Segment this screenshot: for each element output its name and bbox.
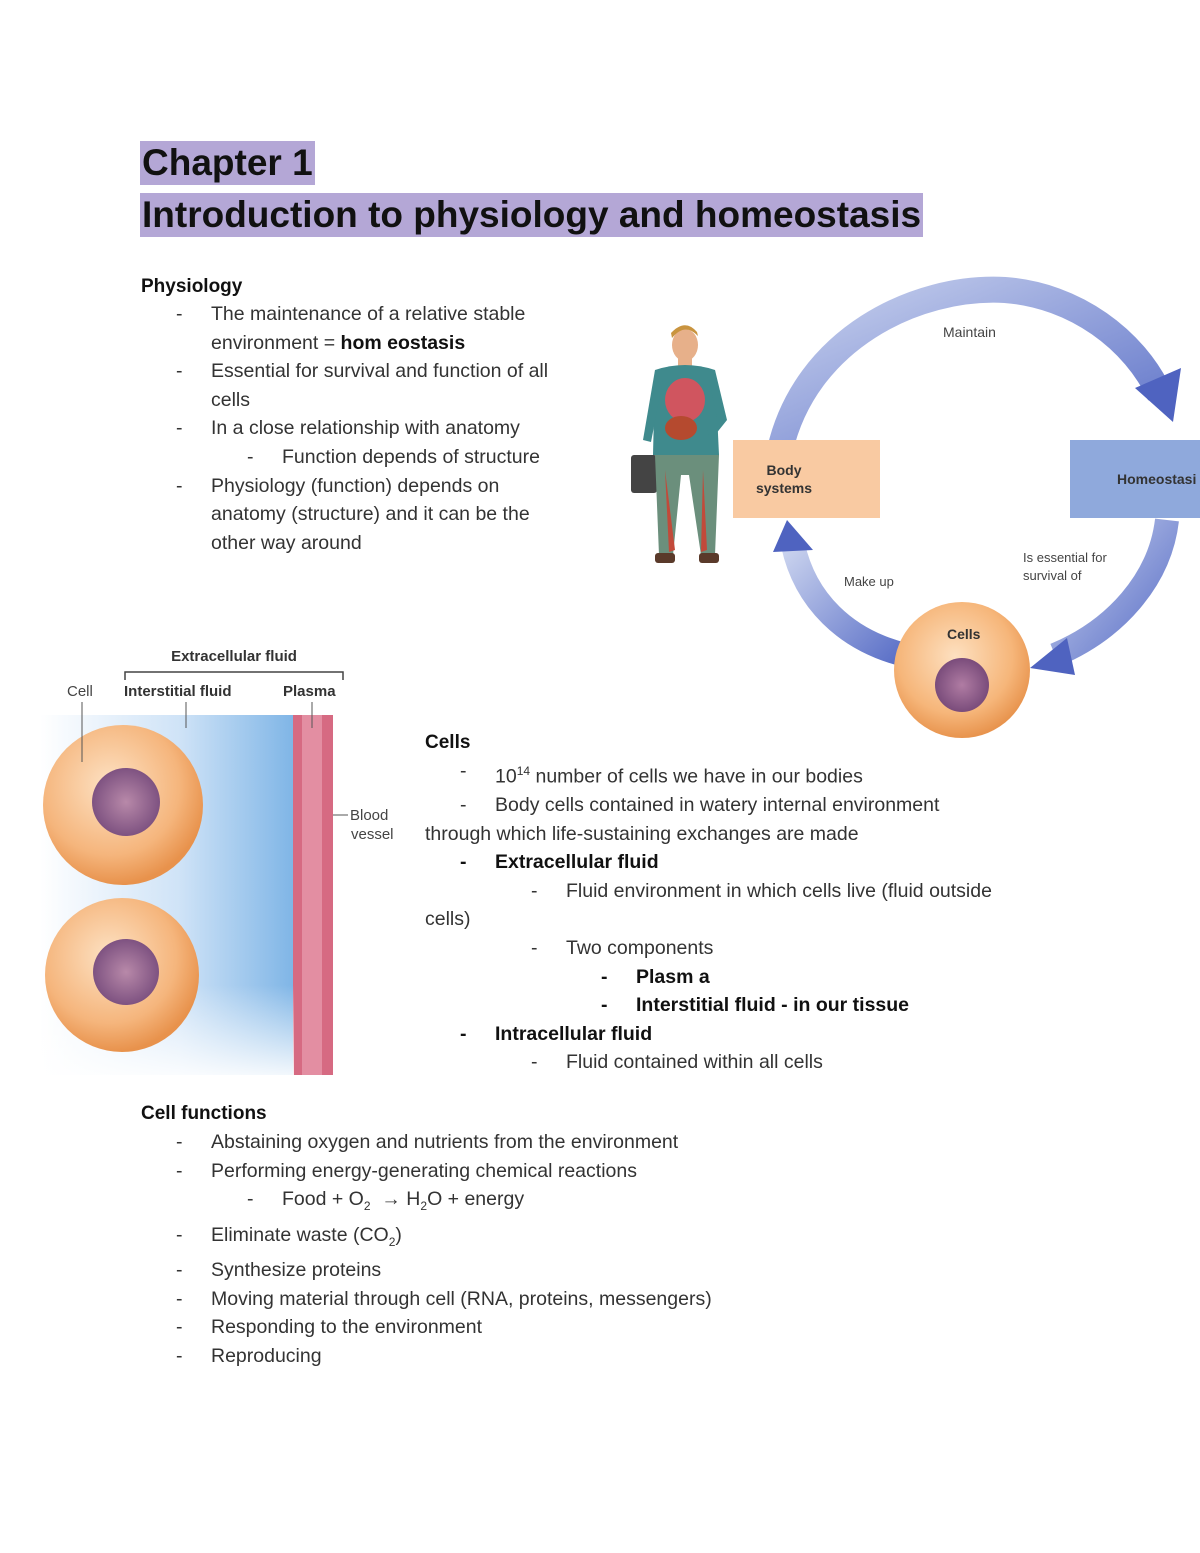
list-item: - Synthesize proteins <box>176 1259 382 1282</box>
list-sub-sub-item: - Plasm a <box>601 965 710 988</box>
list-sub-sub-item: - Interstitial fluid - in our tissue <box>601 994 910 1017</box>
cell-functions-list: - Abstaining oxygen and nutrients from t… <box>141 1128 841 1371</box>
physiology-list: - The maintenance of a relative stable e… <box>141 300 601 557</box>
fluid-compartments-diagram: Extracellular fluid Cell Interstitial fl… <box>40 648 394 1075</box>
list-sub-item: - Two components <box>531 937 714 960</box>
list-item: - Moving material through cell (RNA, pro… <box>176 1287 712 1310</box>
list-item: - Reproducing <box>176 1344 322 1367</box>
svg-text:Maintain: Maintain <box>943 324 996 340</box>
list-sub-item: - Food + O2 → H2O + energy <box>247 1188 525 1214</box>
svg-text:Blood: Blood <box>350 807 388 824</box>
physiology-heading: Physiology <box>141 276 243 297</box>
cells-list: - 1014 number of cells we have in our bo… <box>425 757 1075 1077</box>
svg-text:Homeostasi: Homeostasi <box>1117 471 1196 487</box>
list-item: - Eliminate waste (CO2) <box>176 1223 402 1249</box>
maintain-arrow <box>767 276 1172 454</box>
svg-text:Cells: Cells <box>947 626 981 642</box>
make-up-arrow <box>781 542 909 667</box>
list-item: - Intracellular fluid <box>460 1022 653 1045</box>
svg-text:Make up: Make up <box>844 574 894 589</box>
svg-text:Cell: Cell <box>67 683 93 700</box>
svg-text:Plasma: Plasma <box>283 683 336 700</box>
cell-functions-heading: Cell functions <box>141 1103 267 1124</box>
page-title: Introduction to physiology and homeostas… <box>140 193 924 237</box>
list-sub-item: - Fluid contained within all cells <box>531 1051 823 1074</box>
homeostasis-term: hom eostasis <box>340 331 466 354</box>
human-figure-icon <box>631 325 727 563</box>
essential-arrow <box>1050 518 1179 667</box>
nucleus <box>93 939 159 1005</box>
cells-heading: Cells <box>425 732 471 753</box>
arrowhead <box>1030 638 1075 675</box>
list-item: - In a close relationship with anatomy <box>176 417 520 440</box>
list-sub-item: - Fluid environment in which cells live … <box>531 879 992 902</box>
list-item: - 1014 number of cells we have in our bo… <box>460 760 863 788</box>
list-item: - Physiology (function) depends on anato… <box>176 474 530 554</box>
svg-text:systems: systems <box>756 480 812 496</box>
extracellular-brace <box>124 671 344 680</box>
list-item: - Body cells contained in watery interna… <box>460 794 940 817</box>
svg-text:survival of: survival of <box>1023 568 1082 583</box>
list-item: - Performing energy-generating chemical … <box>176 1159 637 1182</box>
list-item: - Essential for survival and function of… <box>176 360 549 411</box>
arrowhead <box>773 520 813 552</box>
nucleus <box>92 768 160 836</box>
body-systems-box <box>733 440 880 518</box>
nucleus <box>935 658 989 712</box>
svg-text:Is essential for: Is essential for <box>1023 550 1107 565</box>
svg-text:vessel: vessel <box>351 826 394 843</box>
chapter-title: Chapter 1 <box>140 141 315 185</box>
list-item: - Extracellular fluid <box>460 851 659 874</box>
svg-text:Extracellular fluid: Extracellular fluid <box>171 648 297 665</box>
list-item: - Abstaining oxygen and nutrients from t… <box>176 1131 679 1153</box>
homeostasis-box <box>1070 440 1200 518</box>
list-item: - The maintenance of a relative stable e… <box>176 303 526 354</box>
list-item: - Responding to the environment <box>176 1316 483 1339</box>
arrowhead <box>1135 368 1181 422</box>
svg-text:Body: Body <box>767 462 802 478</box>
list-sub-item: - Function depends of structure <box>247 445 540 468</box>
svg-text:Interstitial fluid: Interstitial fluid <box>124 683 232 700</box>
homeostasis-cycle-diagram: Body systems Homeostasi Maintain Is esse… <box>631 276 1200 738</box>
